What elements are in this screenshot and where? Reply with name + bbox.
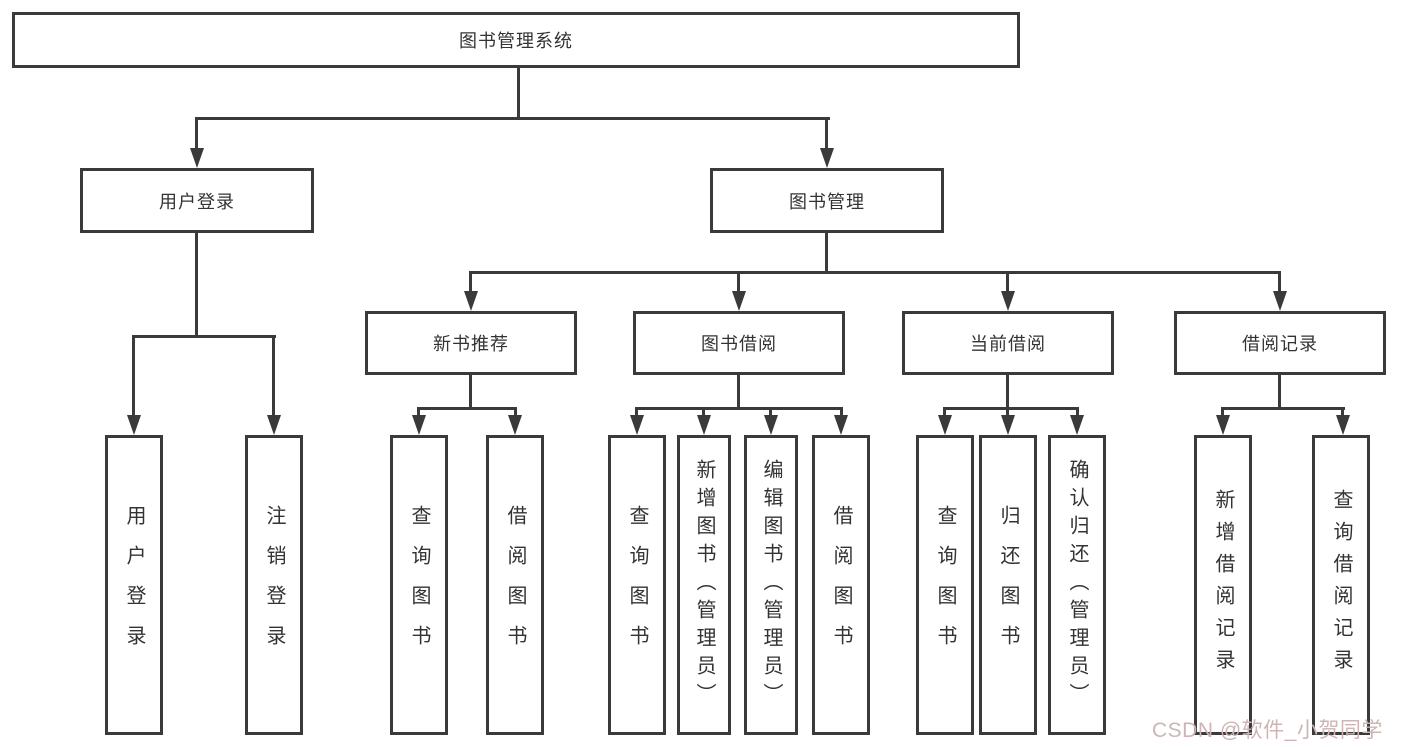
leaf-add-books-admin: 新增图书（管理员） bbox=[677, 435, 731, 735]
arrow-down-icon bbox=[412, 415, 426, 435]
connector-book-mgmt-drop-line bbox=[469, 271, 472, 293]
arrow-down-icon bbox=[190, 148, 204, 168]
connector-book-mgmt-drop-line bbox=[737, 271, 740, 293]
connector-current-stem-line bbox=[1006, 375, 1009, 409]
connector-new-book-drop-line bbox=[417, 407, 420, 417]
connector-root-branch-line bbox=[195, 117, 830, 120]
leaf-borrow-books-recommend: 借阅图书 bbox=[486, 435, 544, 735]
leaf-user-login: 用户登录 bbox=[105, 435, 163, 735]
node-book-management: 图书管理 bbox=[710, 168, 944, 233]
node-current-borrowing: 当前借阅 bbox=[902, 311, 1114, 375]
arrow-down-icon bbox=[764, 415, 778, 435]
arrow-down-icon bbox=[820, 148, 834, 168]
connector-records-drop-line bbox=[1341, 407, 1344, 417]
connector-borrowing-drop-line bbox=[840, 407, 843, 417]
connector-current-drop-line bbox=[1006, 407, 1009, 417]
node-book-management-system: 图书管理系统 bbox=[12, 12, 1020, 68]
arrow-down-icon bbox=[1216, 415, 1230, 435]
arrow-down-icon bbox=[732, 291, 746, 311]
node-user-login: 用户登录 bbox=[80, 168, 314, 233]
connector-new-book-drop-line bbox=[514, 407, 517, 417]
leaf-borrow-books-borrowing: 借阅图书 bbox=[812, 435, 870, 735]
arrow-down-icon bbox=[697, 415, 711, 435]
leaf-query-books-recommend: 查询图书 bbox=[390, 435, 448, 735]
arrow-down-icon bbox=[630, 415, 644, 435]
arrow-down-icon bbox=[1070, 415, 1084, 435]
connector-borrowing-drop-line bbox=[769, 407, 772, 417]
connector-borrowing-stem-line bbox=[737, 375, 740, 409]
node-borrowing-records: 借阅记录 bbox=[1174, 311, 1386, 375]
arrow-down-icon bbox=[938, 415, 952, 435]
connector-root-drop-line bbox=[195, 117, 198, 150]
csdn-watermark: CSDN @软件_小贺同学 bbox=[1152, 719, 1383, 742]
leaf-edit-books-admin: 编辑图书（管理员） bbox=[744, 435, 798, 735]
leaf-query-books-current: 查询图书 bbox=[916, 435, 974, 735]
connector-user-login-stem-line bbox=[195, 233, 198, 338]
leaf-add-borrow-record: 新增借阅记录 bbox=[1194, 435, 1252, 735]
connector-borrowing-branch-line bbox=[635, 407, 843, 410]
leaf-confirm-return-admin: 确认归还（管理员） bbox=[1048, 435, 1106, 735]
connector-records-drop-line bbox=[1221, 407, 1224, 417]
arrow-down-icon bbox=[1001, 415, 1015, 435]
leaf-return-books: 归还图书 bbox=[979, 435, 1037, 735]
connector-records-stem-line bbox=[1278, 375, 1281, 409]
connector-records-branch-line bbox=[1221, 407, 1345, 410]
connector-borrowing-drop-line bbox=[635, 407, 638, 417]
connector-new-book-branch-line bbox=[417, 407, 517, 410]
connector-user-login-drop-line bbox=[272, 335, 275, 417]
connector-current-drop-line bbox=[1076, 407, 1079, 417]
arrow-down-icon bbox=[127, 415, 141, 435]
connector-new-book-stem-line bbox=[469, 375, 472, 409]
arrow-down-icon bbox=[1273, 291, 1287, 311]
connector-book-mgmt-drop-line bbox=[1006, 271, 1009, 293]
arrow-down-icon bbox=[267, 415, 281, 435]
arrow-down-icon bbox=[1336, 415, 1350, 435]
connector-user-login-branch-line bbox=[132, 335, 276, 338]
connector-root-drop-line bbox=[825, 117, 828, 150]
connector-root-stem-line bbox=[517, 68, 520, 120]
arrow-down-icon bbox=[1001, 291, 1015, 311]
connector-book-mgmt-branch-line bbox=[469, 271, 1281, 274]
leaf-logout: 注销登录 bbox=[245, 435, 303, 735]
connector-book-mgmt-stem-line bbox=[825, 233, 828, 274]
node-book-borrowing: 图书借阅 bbox=[633, 311, 845, 375]
connector-current-branch-line bbox=[943, 407, 1079, 410]
connector-user-login-drop-line bbox=[132, 335, 135, 417]
arrow-down-icon bbox=[464, 291, 478, 311]
connector-book-mgmt-drop-line bbox=[1278, 271, 1281, 293]
connector-current-drop-line bbox=[943, 407, 946, 417]
connector-borrowing-drop-line bbox=[702, 407, 705, 417]
arrow-down-icon bbox=[834, 415, 848, 435]
leaf-query-borrow-record: 查询借阅记录 bbox=[1312, 435, 1370, 735]
leaf-query-books-borrowing: 查询图书 bbox=[608, 435, 666, 735]
arrow-down-icon bbox=[508, 415, 522, 435]
node-new-book-recommendation: 新书推荐 bbox=[365, 311, 577, 375]
